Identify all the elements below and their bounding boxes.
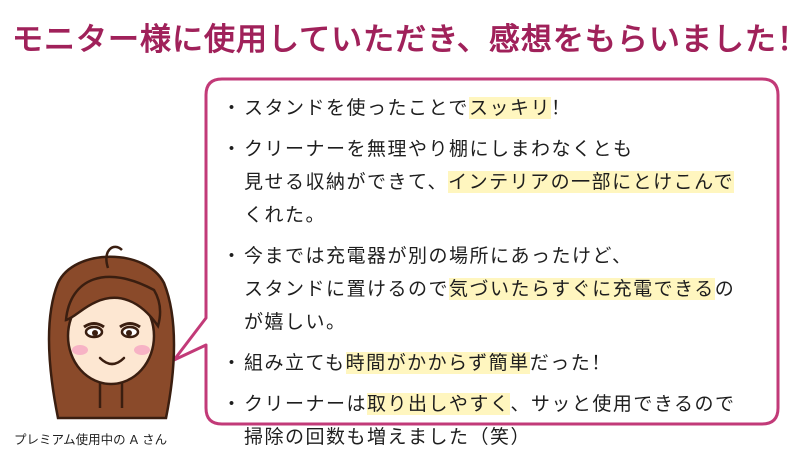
- highlighted-text: スッキリ: [468, 97, 551, 119]
- bullet-mark: ・: [222, 352, 243, 374]
- feedback-text: 今までは充電器が別の場所にあったけど、: [244, 245, 633, 267]
- feedback-text: 掃除の回数も増えました（笑）: [244, 426, 532, 448]
- feedback-text: ！: [550, 97, 572, 119]
- feedback-text: 見せる収納ができて、: [244, 171, 449, 193]
- feedback-line: 見せる収納ができて、インテリアの一部にとけこんで: [244, 166, 772, 199]
- feedback-line: クリーナーを無理やり棚にしまわなくとも: [244, 133, 772, 166]
- bullet-mark: ・: [222, 138, 243, 160]
- highlighted-text: 気づいたらすぐに充電できる: [449, 278, 715, 300]
- highlighted-text: 時間がかからず簡単: [345, 352, 530, 374]
- feedback-text: クリーナーは: [244, 393, 368, 415]
- feedback-line: 掃除の回数も増えました（笑）: [244, 421, 772, 454]
- feedback-text: だった！: [529, 352, 612, 374]
- bullet-mark: ・: [222, 393, 243, 415]
- feedback-line: スタンドを使ったことでスッキリ！: [244, 92, 772, 125]
- feedback-text: くれた。: [244, 204, 327, 226]
- headline: モニター様に使用していただき、感想をもらいました！: [12, 22, 800, 58]
- feedback-item: ・クリーナーは取り出しやすく、サッと使用できるので掃除の回数も増えました（笑）: [222, 388, 772, 454]
- feedback-item: ・スタンドを使ったことでスッキリ！: [222, 92, 772, 125]
- highlighted-text: 取り出しやすく: [367, 393, 511, 415]
- feedback-text: スタンドに置けるので: [244, 278, 450, 300]
- feedback-text: が嬉しい。: [244, 311, 347, 333]
- feedback-text: クリーナーを無理やり棚にしまわなくとも: [244, 138, 634, 160]
- feedback-line: が嬉しい。: [244, 306, 772, 339]
- feedback-text: スタンドを使ったことで: [244, 97, 469, 119]
- feedback-line: 今までは充電器が別の場所にあったけど、: [244, 240, 772, 273]
- feedback-line: クリーナーは取り出しやすく、サッと使用できるので: [244, 388, 772, 421]
- feedback-line: 組み立ても時間がかからず簡単だった！: [244, 347, 772, 380]
- feedback-item: ・組み立ても時間がかからず簡単だった！: [222, 347, 772, 380]
- feedback-line: スタンドに置けるので気づいたらすぐに充電できるの: [244, 273, 772, 306]
- bullet-mark: ・: [222, 97, 243, 119]
- feedback-item: ・クリーナーを無理やり棚にしまわなくとも見せる収納ができて、インテリアの一部にと…: [222, 133, 772, 232]
- feedback-list: ・スタンドを使ったことでスッキリ！・クリーナーを無理やり棚にしまわなくとも見せる…: [222, 92, 772, 462]
- caption: プレミアム使用中の A さん: [14, 432, 168, 447]
- monitor-user-avatar: [47, 245, 176, 420]
- highlighted-text: インテリアの一部にとけこんで: [448, 171, 735, 193]
- feedback-item: ・今までは充電器が別の場所にあったけど、スタンドに置けるので気づいたらすぐに充電…: [222, 240, 772, 339]
- feedback-text: 組み立ても: [244, 352, 346, 374]
- feedback-line: くれた。: [244, 199, 772, 232]
- bullet-mark: ・: [222, 245, 243, 267]
- feedback-text: の: [714, 278, 736, 300]
- feedback-text: 、サッと使用できるので: [510, 393, 736, 415]
